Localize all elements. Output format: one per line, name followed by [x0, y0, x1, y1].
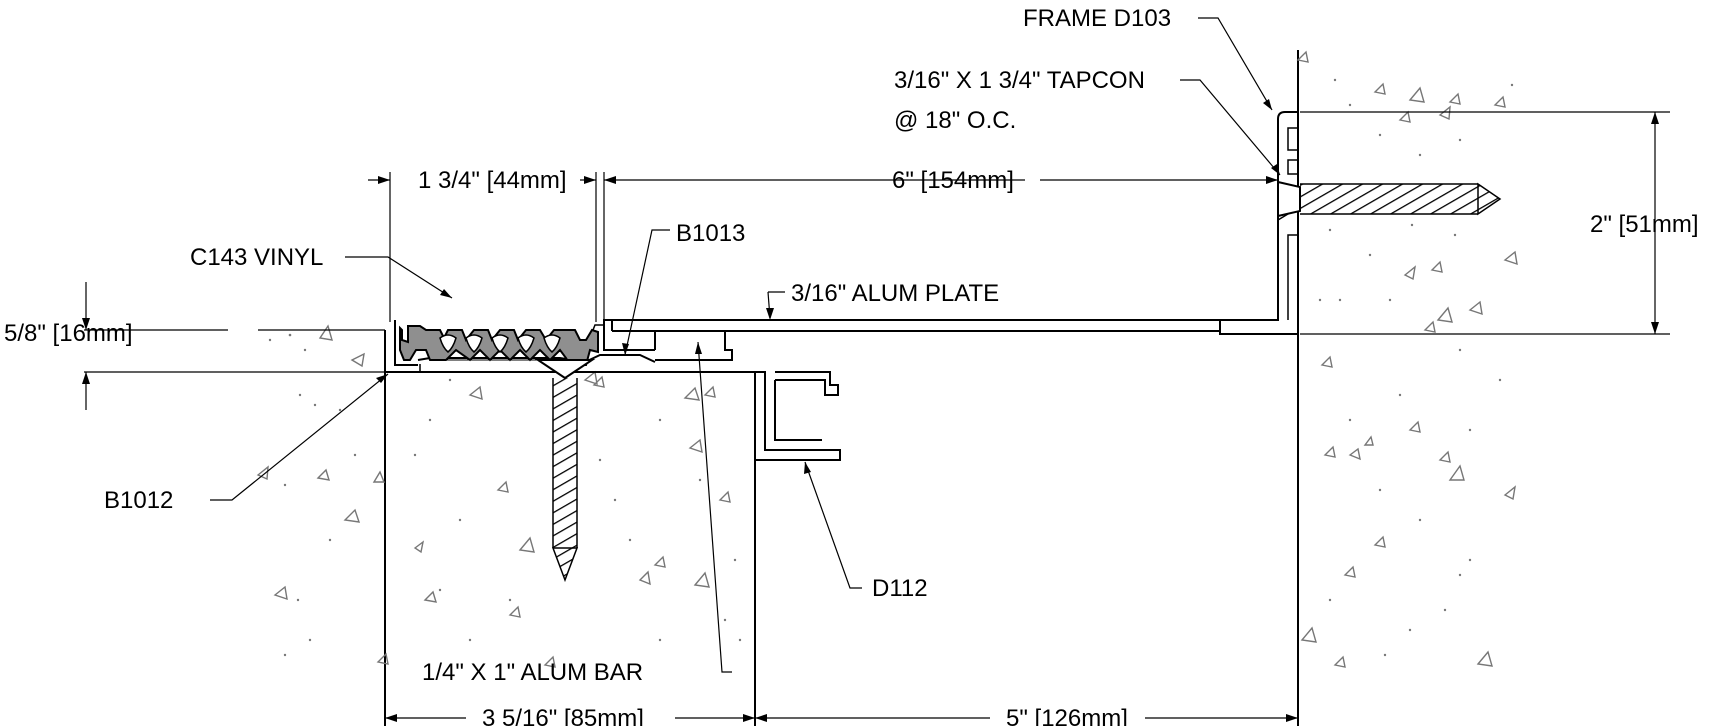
label-d112: D112: [872, 575, 928, 602]
label-tapcon-line1: 3/16" X 1 3/4" TAPCON: [894, 67, 1145, 94]
dimension-text-frame-height: 2" [51mm]: [1590, 211, 1699, 238]
d112-extrusion: [755, 371, 841, 461]
alum-bar-1-4x1: [655, 330, 733, 361]
label-frame-d103: FRAME D103: [1023, 5, 1171, 32]
dimension-vinyl-width: [368, 172, 1278, 322]
dimension-base-widths: [384, 660, 1299, 726]
label-b1012: B1012: [104, 487, 173, 514]
dimension-text-gap-width: 5" [126mm]: [1006, 705, 1128, 726]
label-alum-plate: 3/16" ALUM PLATE: [791, 280, 999, 307]
label-tapcon-line2: @ 18" O.C.: [894, 107, 1016, 134]
label-c143-vinyl: C143 VINYL: [190, 244, 323, 271]
dimension-text-vinyl-width: 1 3/4" [44mm]: [418, 167, 567, 194]
concrete-aggregate-marks: [256, 50, 1518, 668]
dimension-text-base-width: 3 5/16" [85mm]: [482, 705, 644, 726]
label-alum-bar: 1/4" X 1" ALUM BAR: [422, 659, 643, 686]
leader-lines: [210, 17, 1281, 673]
dimension-frame-height: [1300, 111, 1670, 335]
dimension-text-depth: 5/8" [16mm]: [4, 320, 133, 347]
label-b1013: B1013: [676, 220, 745, 247]
dimension-text-plate-width: 6" [154mm]: [892, 167, 1014, 194]
frame-d103: [1219, 111, 1298, 335]
dimension-depth: [82, 282, 385, 410]
anchor-screw-left: [534, 359, 596, 583]
alum-plate-3-16: [611, 319, 1278, 332]
tapcon-screw-right: [1277, 180, 1502, 218]
c143-vinyl-insert: [399, 325, 599, 366]
b1013-extrusion: [603, 319, 656, 351]
